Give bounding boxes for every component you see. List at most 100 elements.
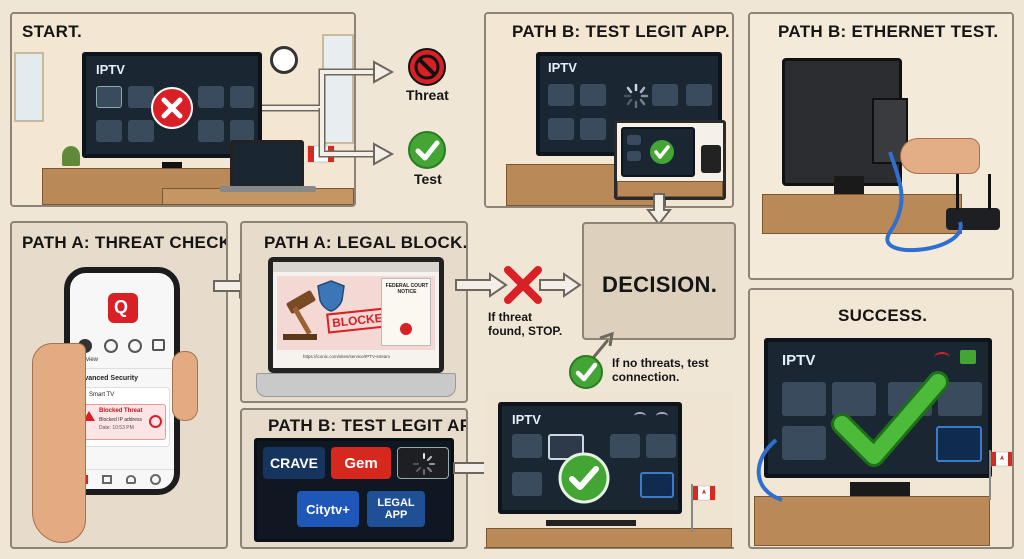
check-icon: [569, 355, 603, 389]
router-antenna: [988, 174, 991, 210]
loading-spinner-icon: [413, 453, 435, 475]
court-notice: FEDERAL COURT NOTICE: [381, 278, 431, 346]
seal-icon: [400, 323, 412, 335]
app-logo-letter: Q: [114, 297, 129, 317]
ethernet-cable: [885, 151, 963, 253]
large-check-icon: [831, 371, 949, 467]
stop-x-icon: [504, 266, 542, 304]
right-arrow: [455, 272, 508, 298]
device-row[interactable]: Smart TV Blocked Threat Blocked IP addre…: [74, 387, 170, 447]
window: [14, 52, 44, 122]
ethernet-cable: [756, 438, 783, 502]
panel-test-legit-top: PATH B: TEST LEGIT APP. IPTV: [484, 12, 734, 208]
hand: [900, 138, 980, 174]
check-icon: [558, 452, 610, 504]
panel-success: SUCCESS. IPTV: [748, 288, 1014, 549]
panel-ethernet: PATH B: ETHERNET TEST.: [748, 12, 1014, 280]
error-x-icon: [151, 87, 193, 129]
canada-flag-icon: [989, 450, 1012, 500]
app-tile: [627, 151, 641, 161]
app-gem[interactable]: Gem: [331, 447, 391, 479]
no-entry-icon: [408, 48, 446, 86]
app-tile: [610, 434, 640, 458]
app-tile: [96, 120, 122, 142]
check-icon: [408, 131, 446, 169]
browser: BLOCKED FEDERAL COURT NOTICE https://ico…: [273, 262, 439, 368]
app-tile: [782, 426, 826, 460]
panel-title: START.: [22, 22, 83, 41]
panel-test-legit-bottom: PATH B: TEST LEGIT APP. CRAVE Gem Citytv…: [240, 408, 468, 549]
wifi-icon: [656, 412, 668, 420]
blocked-time: Date: 10:53 PM: [99, 425, 134, 431]
blocked-title: Blocked Threat: [99, 408, 143, 414]
app-tile: [652, 84, 678, 106]
tv-screen: CRAVE Gem Citytv+ LEGAL APP: [254, 438, 454, 542]
notice-title: FEDERAL COURT NOTICE: [385, 283, 429, 295]
section-title: Advanced Security: [75, 375, 139, 382]
app-tile: [96, 86, 122, 108]
down-arrow: [645, 193, 673, 226]
app-tile: [580, 118, 606, 140]
app-logo: [108, 293, 138, 323]
no-wifi-icon: [934, 352, 950, 364]
gear-icon[interactable]: [150, 474, 161, 485]
laptop-screen: BLOCKED FEDERAL COURT NOTICE https://ico…: [268, 257, 444, 373]
plant: [62, 146, 80, 166]
app-legal[interactable]: LEGAL APP: [367, 491, 425, 527]
media-console: [762, 194, 962, 234]
block-icon: [149, 415, 162, 428]
app-tile: [646, 434, 676, 458]
tv-screen: IPTV: [498, 402, 682, 514]
panel-title: PATH A: THREAT CHECK.: [22, 233, 228, 252]
app-crave[interactable]: CRAVE: [263, 447, 325, 479]
tv-screen: IPTV: [764, 338, 992, 478]
app-tile: [580, 84, 606, 106]
finger: [172, 351, 198, 421]
url-bar: https://iconic.com/sites/service/IPTV-st…: [303, 354, 391, 359]
ethernet-status-icon: [960, 350, 976, 364]
network-icon[interactable]: [104, 339, 118, 353]
threat-found-note: If threat found, STOP.: [488, 310, 563, 338]
device-label: Smart TV: [89, 392, 115, 398]
streaming-box: [701, 145, 721, 173]
panel-threat-check: PATH A: THREAT CHECK. Q Overview Advance…: [10, 221, 228, 549]
panel-legal-block: PATH A: LEGAL BLOCK. BLOCKED FEDERAL COU…: [240, 221, 468, 403]
media-console: [617, 181, 723, 197]
blocked-card: Blocked Threat Blocked IP address Date: …: [78, 404, 166, 440]
app-tile: [627, 135, 641, 145]
settings-icon[interactable]: [152, 339, 165, 351]
router-antenna: [956, 174, 959, 210]
laptop-base: [256, 373, 456, 397]
bell-icon[interactable]: [126, 475, 136, 484]
app-tile: [198, 86, 224, 108]
zoom-inset: [614, 120, 726, 200]
app-tile: [230, 86, 254, 108]
tv-brand: IPTV: [96, 62, 125, 77]
tv-stand: [834, 176, 864, 194]
panel-decision: DECISION.: [582, 222, 736, 340]
check-icon: [650, 140, 674, 164]
branch-arrow: [262, 60, 395, 166]
app-tile: [686, 84, 712, 106]
app-tile: [782, 382, 826, 416]
app-tile: [832, 382, 876, 416]
tv-brand: IPTV: [548, 60, 577, 75]
tv-stand: [162, 162, 182, 168]
app-tile: [128, 86, 154, 108]
warning-icon: [83, 411, 95, 421]
panel-title: PATH B: TEST LEGIT APP.: [512, 22, 730, 41]
panel-start: START. IPTV: [10, 12, 356, 207]
devices-icon[interactable]: [128, 339, 142, 353]
shield-icon[interactable]: [102, 475, 112, 484]
ethernet-tile: [640, 472, 674, 498]
tv-stand: [850, 482, 910, 496]
app-tile: [512, 434, 542, 458]
app-tile: [230, 120, 254, 142]
app-citytv[interactable]: Citytv+: [297, 491, 359, 527]
panel-title: PATH B: TEST LEGIT APP.: [268, 416, 468, 435]
media-console: [754, 496, 990, 546]
clock-icon: [270, 46, 298, 74]
app-tile: [128, 120, 154, 142]
app-loading[interactable]: [397, 447, 449, 479]
panel-title: DECISION.: [602, 272, 718, 297]
